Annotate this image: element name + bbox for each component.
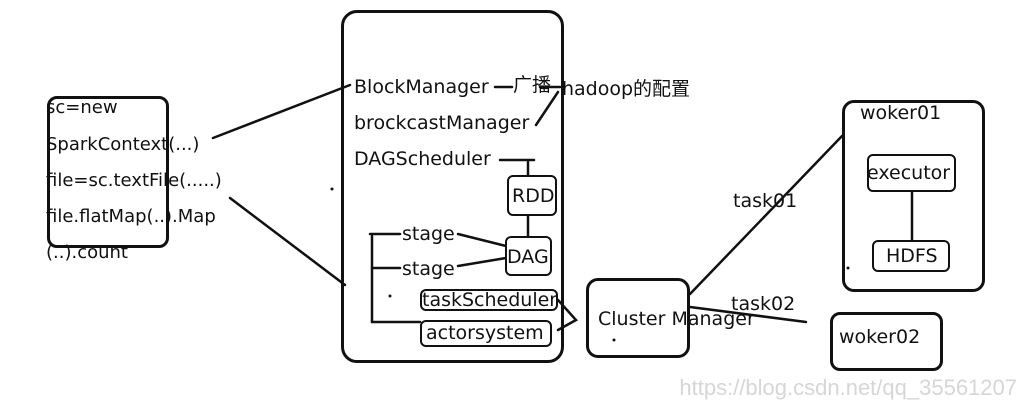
actor-system-label: actorsystem [426, 322, 544, 344]
watermark: https://blog.csdn.net/qq_35561207 [679, 375, 1017, 400]
executor-label: executor [867, 162, 951, 184]
task02-label: task02 [731, 293, 796, 315]
task-scheduler-box [420, 289, 558, 311]
line-broadcastmanager-to-hadoop [534, 90, 560, 127]
line-sparkcontext-to-blockmanager [211, 83, 352, 140]
broadcast-label: 广播 [513, 74, 552, 96]
block-manager-label: BlockManager [354, 76, 489, 98]
cluster-manager-box [586, 278, 690, 358]
line-driver-to-cluster-manager [556, 298, 578, 332]
code-line-2: SparkContext(...) [46, 134, 200, 155]
stage-1-label: stage [402, 223, 455, 245]
worker01-box [842, 100, 985, 292]
worker01-title: woker01 [860, 102, 942, 124]
dot-mark [846, 266, 850, 270]
hadoop-config-label: hadoop的配置 [562, 78, 691, 100]
broadcast-manager-label: brockcastManager [354, 112, 530, 134]
actor-system-box [420, 320, 552, 347]
dag-box [505, 236, 552, 276]
hdfs-box [872, 240, 950, 272]
line-task01 [688, 134, 844, 296]
rdd-label: RDD [512, 185, 555, 207]
dag-label: DAG [507, 246, 549, 268]
hdfs-label: HDFS [886, 245, 938, 267]
dot-mark [388, 294, 392, 298]
worker02-title: woker02 [839, 326, 921, 348]
dot-mark [612, 338, 616, 342]
line-stage1-to-dag [456, 232, 508, 248]
worker02-box [830, 312, 943, 371]
stage-2-label: stage [402, 258, 455, 280]
executor-box [867, 154, 956, 192]
code-line-3: file=sc.textFile(.....) [46, 170, 222, 191]
dag-scheduler-label: DAGScheduler [354, 148, 491, 170]
code-line-4: file.flatMap(..).Map [46, 206, 216, 227]
task-scheduler-label: taskScheduler [422, 289, 558, 311]
code-box [47, 96, 169, 248]
dot-mark [330, 187, 334, 191]
line-code-to-driver [228, 196, 347, 287]
code-line-1: sc=new [46, 97, 118, 118]
task01-label: task01 [733, 190, 798, 212]
line-task02 [688, 305, 808, 324]
rdd-box [507, 175, 557, 216]
line-stage2-to-dag [456, 256, 508, 268]
code-line-5: (..).count [46, 242, 128, 263]
driver-box [341, 10, 564, 363]
cluster-manager-label: Cluster Manager [598, 308, 755, 330]
